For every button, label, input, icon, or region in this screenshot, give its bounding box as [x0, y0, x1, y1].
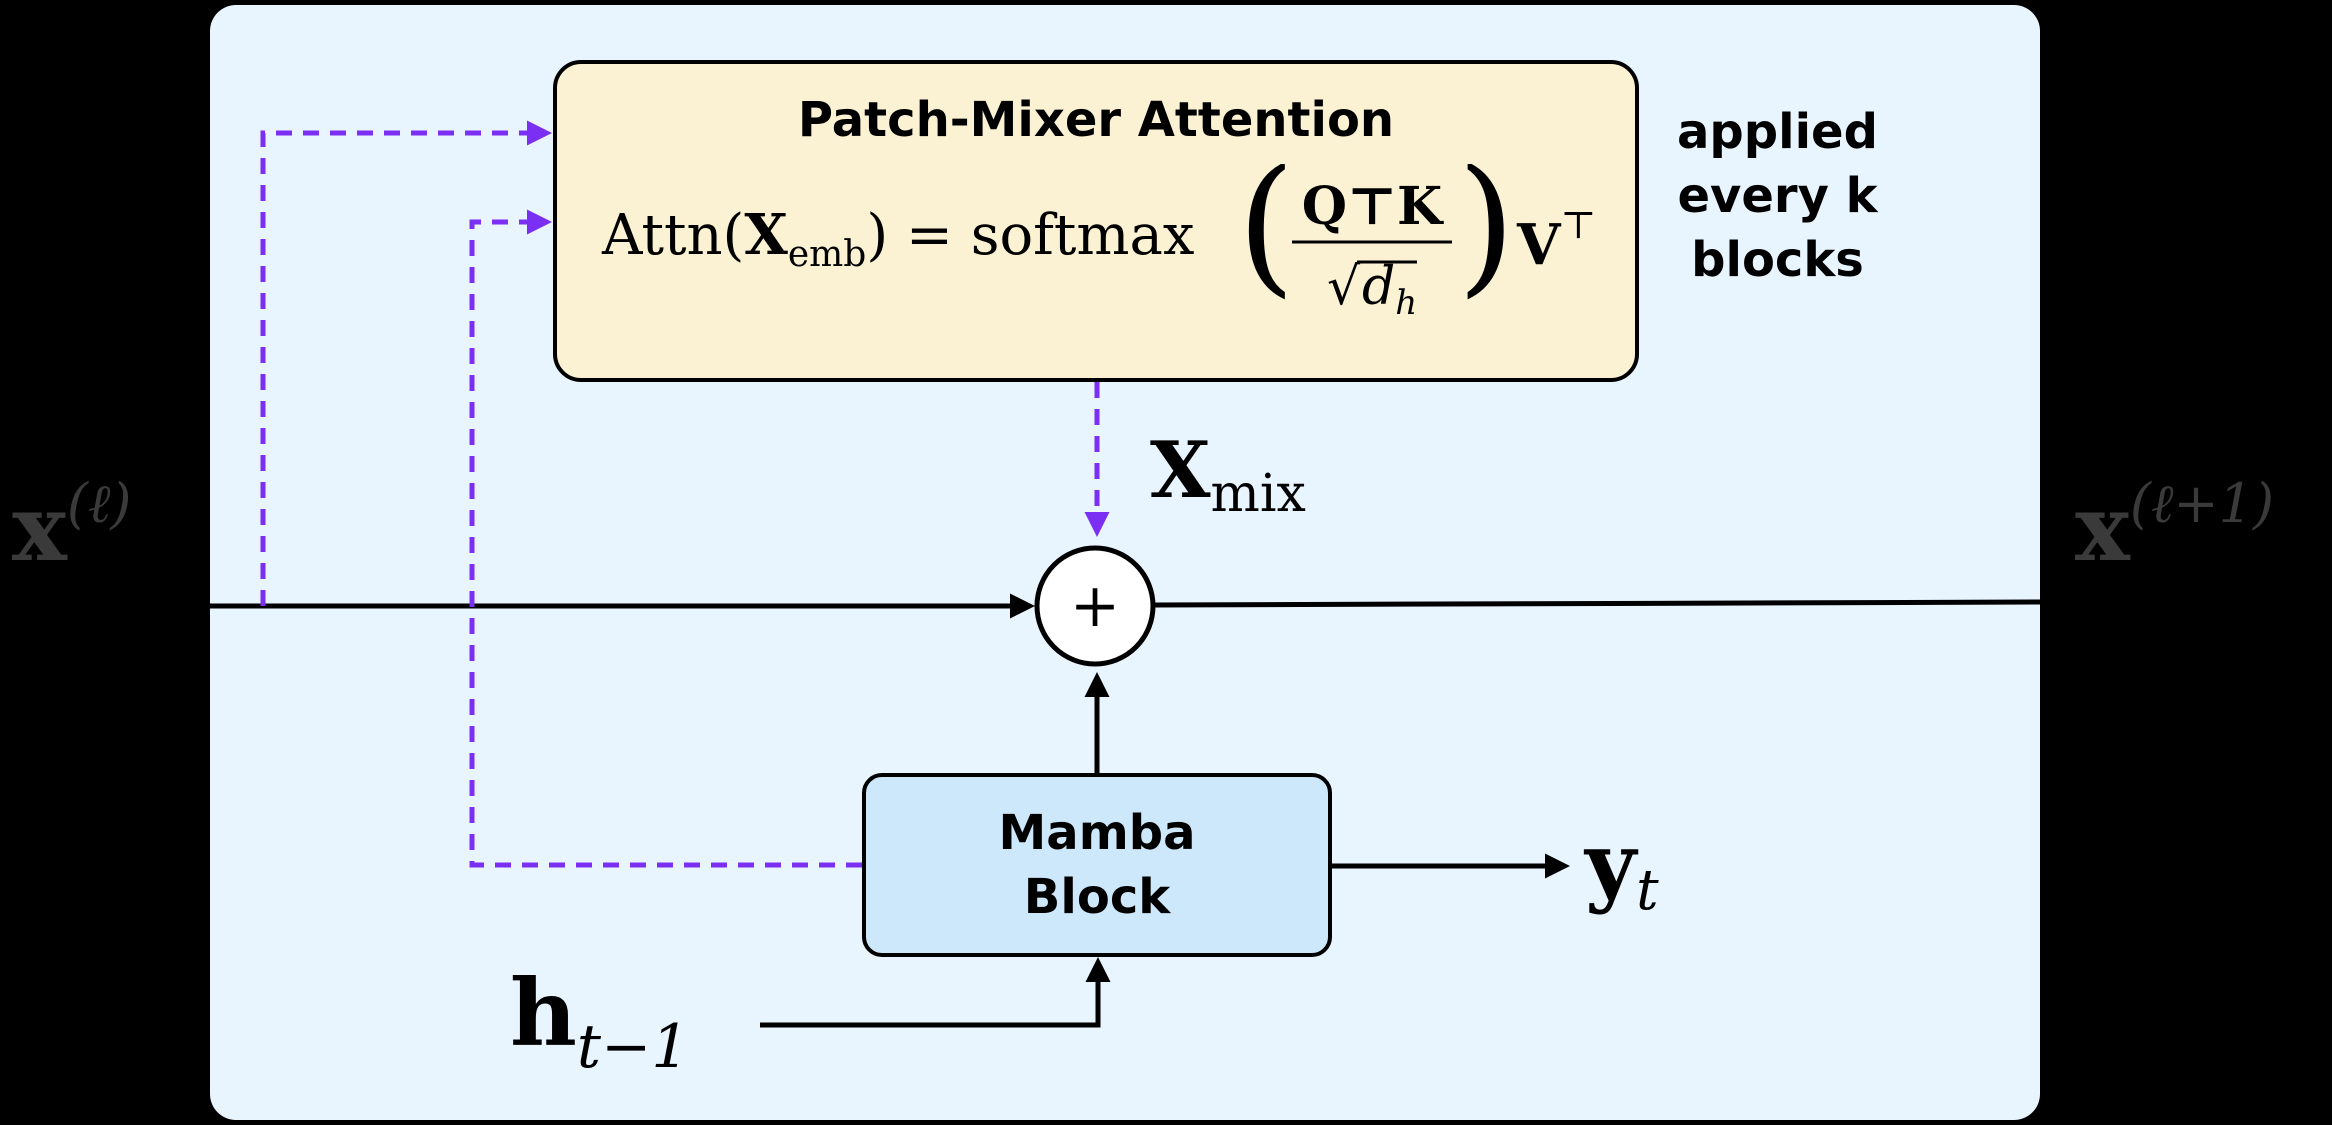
y-t-symbol: yt — [1583, 812, 1659, 923]
output-symbol: x(ℓ+1) — [2075, 472, 2274, 582]
x-mix-symbol: Xmix — [1150, 425, 1306, 524]
applied-every-k-note: applied every k blocks — [1677, 104, 1878, 288]
svg-text:Attn(Xemb) = softmax: Attn(Xemb) = softmax — [601, 202, 1194, 275]
dashed-mamba-to-attention — [469, 209, 862, 868]
svg-text:(: ( — [1237, 164, 1296, 312]
attention-formula: Attn(Xemb) = softmax ( Q⊤K √ dh ) V⊤ — [601, 164, 1596, 323]
sum-plus: + — [1070, 571, 1120, 641]
svg-text:√: √ — [1327, 257, 1361, 317]
dashed-input-to-attention — [260, 120, 552, 606]
svg-text:V⊤: V⊤ — [1516, 203, 1596, 278]
mamba-block-label: Mamba Block — [998, 805, 1196, 925]
hidden-state-arrow — [760, 957, 1111, 1028]
residual-output-line — [1154, 599, 2041, 608]
patch-mixer-attention-box: Patch-Mixer Attention Attn(Xemb) = softm… — [553, 60, 1639, 382]
mamba-block-box: Mamba Block — [862, 773, 1332, 957]
sum-node — [1034, 545, 1156, 667]
patch-mixer-title: Patch-Mixer Attention — [797, 92, 1395, 148]
attention-numerator: Q⊤K — [1302, 176, 1444, 237]
svg-text:): ) — [1457, 164, 1516, 312]
svg-text:dh: dh — [1362, 257, 1417, 323]
input-symbol: x(ℓ) — [12, 472, 132, 582]
h-prev-symbol: ht−1 — [510, 959, 689, 1082]
